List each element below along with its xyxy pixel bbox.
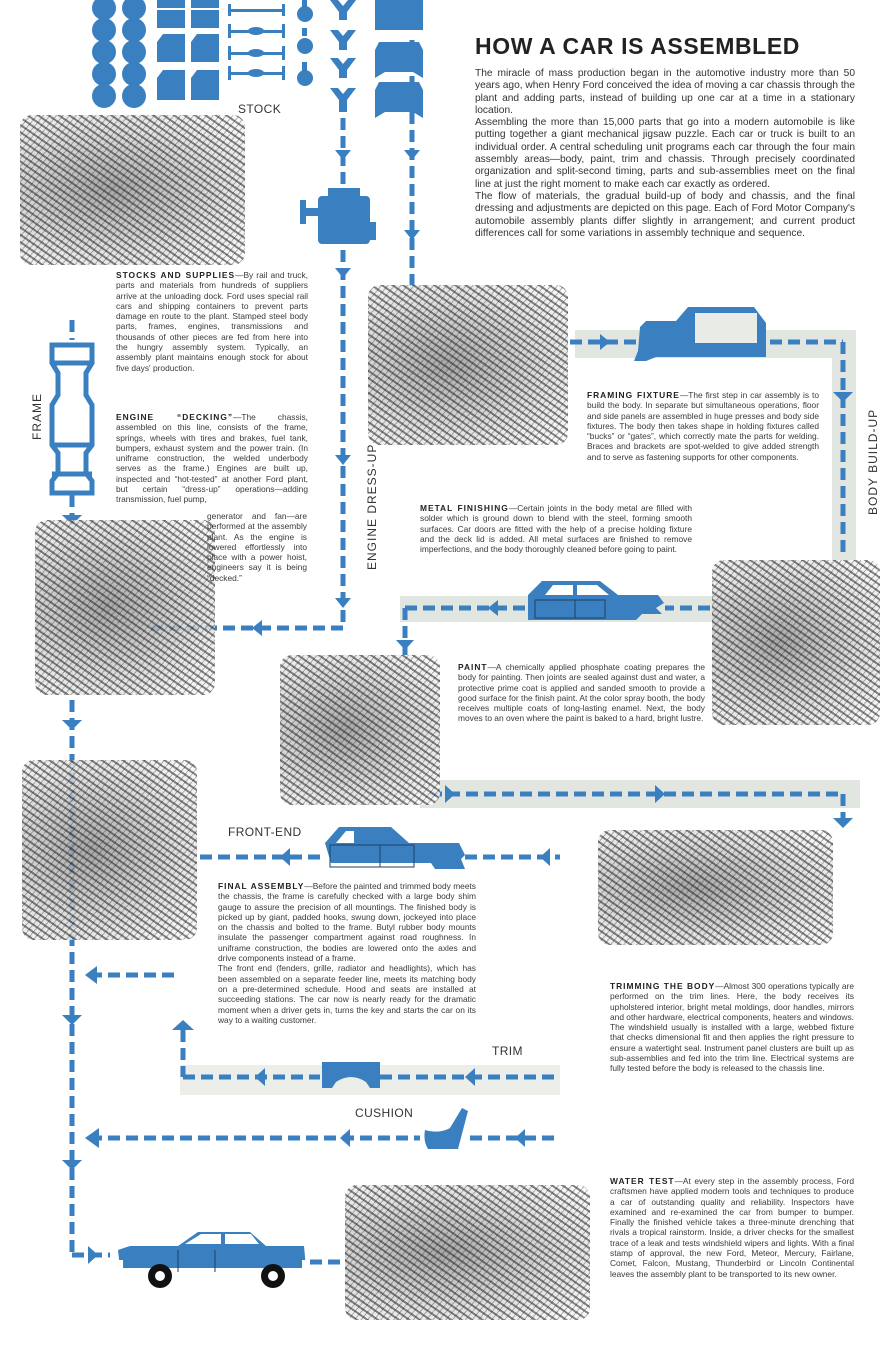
section-heading: ENGINE “DECKING”	[116, 412, 234, 422]
section-engine-decking: ENGINE “DECKING”—The chassis, assembled …	[116, 412, 308, 505]
illustration-stocks-and-supplies	[20, 115, 245, 265]
label-body-build-up: BODY BUILD-UP	[866, 408, 880, 515]
flow-arrow-icon	[62, 1160, 82, 1170]
section-heading: FRAMING FIXTURE	[587, 390, 680, 400]
flow-arrow-icon	[335, 455, 351, 465]
flow-arrow-icon	[488, 600, 498, 616]
section-water-test: WATER TEST—At every step in the assembly…	[610, 1176, 854, 1279]
flow-arrow-icon	[833, 392, 853, 402]
flow-arrow-icon	[335, 268, 351, 278]
section-trimming-the-body: TRIMMING THE BODY—Almost 300 operations …	[610, 981, 854, 1074]
section-metal-finishing: METAL FINISHING—Certain joints in the bo…	[420, 503, 692, 554]
flow-arrow-icon	[540, 848, 550, 866]
section-body: —A chemically applied phosphate coating …	[458, 662, 705, 724]
axle-icon	[228, 4, 285, 80]
car-body-icon	[325, 827, 465, 869]
section-heading: FINAL ASSEMBLY	[218, 881, 305, 891]
flow-arrow-icon	[335, 598, 351, 608]
wheel-stack-icon	[92, 0, 146, 108]
label-cushion: CUSHION	[355, 1106, 414, 1120]
intro-text: The miracle of mass production began in …	[475, 68, 855, 240]
body-shell-icon	[634, 307, 766, 361]
section-heading: STOCKS AND SUPPLIES	[116, 270, 236, 280]
label-engine-dress-up: ENGINE DRESS-UP	[365, 443, 379, 570]
illustration-paint	[280, 655, 440, 805]
finished-car-icon	[117, 1232, 308, 1288]
flow-arrow-icon	[515, 1129, 525, 1147]
spring-icon	[297, 0, 313, 86]
section-heading: PAINT	[458, 662, 488, 672]
intro-paragraph: Assembling the more than 15,000 parts th…	[475, 117, 855, 190]
flow-arrow-icon	[85, 966, 97, 984]
section-body: The front end (fenders, grille, radiator…	[218, 963, 476, 1025]
section-stocks-and-supplies: STOCKS AND SUPPLIES—By rail and truck, p…	[116, 270, 308, 373]
intro-paragraph: The flow of materials, the gradual build…	[475, 190, 855, 239]
flow-arrow-icon	[833, 818, 853, 828]
flow-arrow-icon	[280, 848, 290, 866]
label-trim: TRIM	[492, 1044, 523, 1058]
illustration-water-test	[345, 1185, 590, 1320]
section-body: —Certain joints in the body metal are fi…	[420, 503, 692, 555]
seat-icon	[424, 1108, 468, 1149]
illustration-final-assembly	[22, 760, 197, 940]
bumper-icon	[375, 0, 423, 118]
label-front-end: FRONT-END	[228, 825, 302, 839]
flow-arrow-icon	[85, 1128, 99, 1148]
section-body: —The chassis, assembled on this line, co…	[116, 412, 309, 505]
section-body: —Almost 300 operations typically are per…	[610, 981, 854, 1074]
illustration-trimming	[598, 830, 833, 945]
flow-arrow-icon	[252, 620, 262, 636]
flow-arrow-icon	[172, 1020, 194, 1030]
section-body: —The first step in car assembly is to bu…	[587, 390, 820, 462]
frame-icon	[49, 342, 95, 496]
flow-arrow-icon	[396, 640, 414, 650]
flow-arrow-icon	[465, 1068, 475, 1086]
engine-icon	[300, 188, 376, 244]
flow-arrow-icon	[655, 785, 665, 803]
flow-arrow-icon	[340, 1129, 350, 1147]
flow-arrow-icon	[62, 1015, 82, 1025]
intro-paragraph: The miracle of mass production began in …	[475, 68, 855, 116]
section-engine-decking-continued: generator and fan—are performed at the a…	[207, 511, 307, 583]
illustration-framing-fixture	[368, 285, 568, 445]
flow-arrow-icon	[445, 785, 455, 803]
illustration-metal-finishing	[712, 560, 880, 725]
car-body-icon	[528, 581, 664, 620]
instrument-panel-icon	[322, 1062, 380, 1088]
flow-arrow-icon	[404, 150, 420, 160]
door-panel-icon	[157, 0, 219, 100]
flow-arrow-icon	[335, 150, 351, 160]
label-stock: STOCK	[238, 102, 282, 116]
section-body: —By rail and truck, parts and materials …	[116, 270, 308, 373]
section-body: —Before the painted and trimmed body mee…	[218, 881, 476, 964]
y-bracket-icon	[330, 0, 356, 112]
section-body: —At every step in the assembly process, …	[610, 1176, 854, 1279]
flow-arrow-icon	[255, 1068, 265, 1086]
flow-arrow-icon	[88, 1246, 98, 1264]
section-paint: PAINT—A chemically applied phosphate coa…	[458, 662, 705, 724]
section-body: generator and fan—are performed at the a…	[207, 511, 307, 583]
section-heading: TRIMMING THE BODY	[610, 981, 716, 991]
label-frame: FRAME	[30, 393, 44, 440]
flow-arrow-icon	[62, 720, 82, 730]
page-title: HOW A CAR IS ASSEMBLED	[475, 33, 800, 59]
section-heading: METAL FINISHING	[420, 503, 509, 513]
flow-arrow-icon	[600, 334, 610, 350]
section-framing-fixture: FRAMING FIXTURE—The first step in car as…	[587, 390, 819, 462]
section-final-assembly: FINAL ASSEMBLY—Before the painted and tr…	[218, 881, 476, 1025]
illustration-engine-decking	[35, 520, 215, 695]
section-heading: WATER TEST	[610, 1176, 675, 1186]
flow-arrow-icon	[404, 230, 420, 240]
